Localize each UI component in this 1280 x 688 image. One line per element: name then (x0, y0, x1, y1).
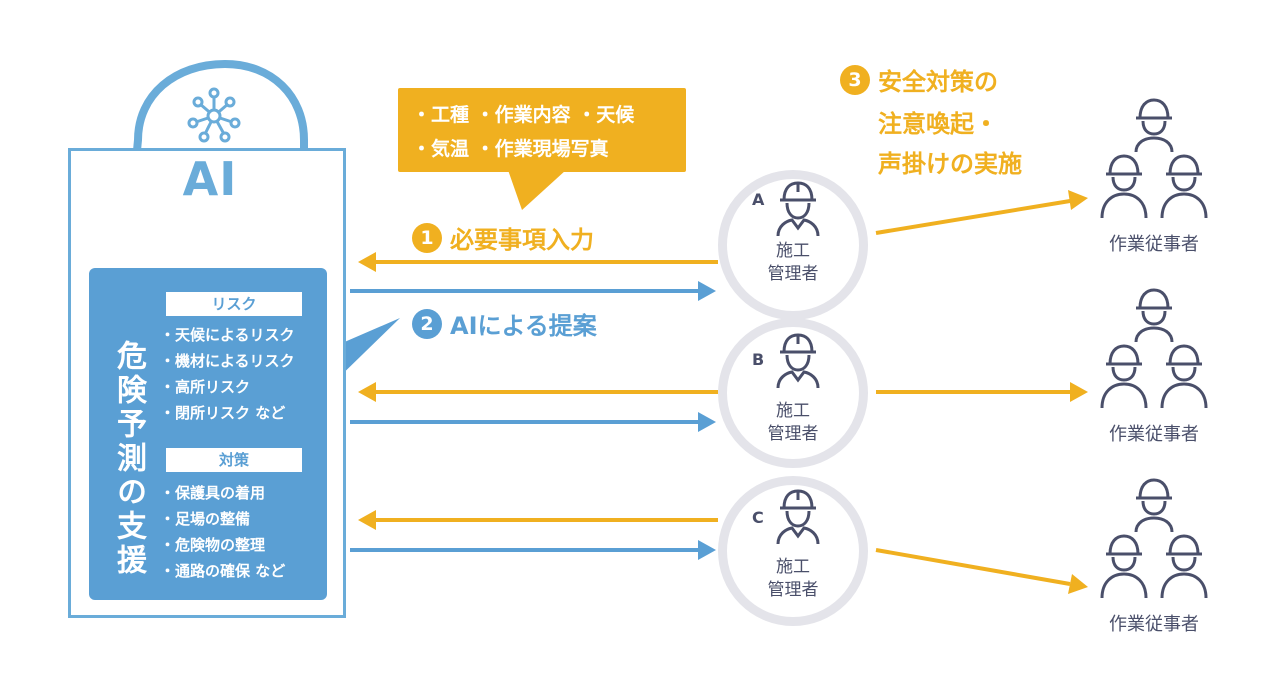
list-item: ・天候によるリスク (160, 326, 295, 344)
risk-header: リスク (166, 292, 302, 316)
step1-label: 1 必要事項入力 (412, 220, 594, 255)
worker-caption: 作業従事者 (1109, 234, 1199, 255)
worker-caption: 作業従事者 (1109, 424, 1199, 445)
step1-text: 必要事項入力 (450, 226, 594, 254)
step3-number: 3 (840, 64, 870, 95)
manager-letter: B (752, 350, 765, 369)
list-item: ・保護具の着用 (160, 484, 266, 502)
list-item: ・足場の整備 (160, 510, 251, 528)
manager-role-line2: 管理者 (767, 424, 819, 444)
construction-worker-icon (776, 333, 820, 389)
neural-network-icon (187, 87, 241, 143)
risk-support-panel (89, 268, 327, 600)
ai-label: AI (182, 152, 238, 206)
worker-group-icon (1100, 288, 1208, 409)
manager-circle-c (718, 476, 868, 626)
manager-letter: C (752, 508, 764, 527)
step3-text-line1: 安全対策の (878, 68, 998, 96)
list-item: ・機材によるリスク (160, 352, 295, 370)
step2-number: 2 (412, 308, 442, 339)
manager-role-line2: 管理者 (767, 580, 819, 600)
manager-letter: A (752, 190, 765, 209)
list-item: ・高所リスク (160, 378, 251, 396)
measure-header: 対策 (166, 448, 302, 472)
step1-number: 1 (412, 222, 442, 253)
input-items-callout (398, 88, 686, 172)
worker-group-icon (1100, 478, 1208, 599)
manager-circle-a (718, 170, 868, 320)
risk-list: ・天候によるリスク ・機材によるリスク ・高所リスク ・閉所リスク など (160, 322, 330, 426)
manager-circle-b (718, 318, 868, 468)
list-item: ・危険物の整理 (160, 536, 266, 554)
input-callout-tail (508, 170, 566, 210)
manager-role-line1: 施工 (776, 557, 810, 577)
manager-role-line1: 施工 (776, 401, 810, 421)
step3-text-line3: 声掛けの実施 (878, 150, 1022, 178)
step3-text-line2: 注意喚起・ (878, 110, 998, 138)
manager-role-line1: 施工 (776, 241, 810, 261)
manager-role-line2: 管理者 (767, 264, 819, 284)
worker-caption: 作業従事者 (1109, 614, 1199, 635)
step2-label: 2 AIによる提案 (412, 306, 597, 341)
step3-label: 3 安全対策の (840, 62, 998, 97)
list-item: ・閉所リスク など (160, 404, 286, 422)
worker-group-icon (1100, 98, 1208, 219)
step2-text: AIによる提案 (450, 312, 597, 340)
construction-worker-icon (776, 181, 820, 237)
flow-arrows (350, 190, 1088, 594)
measure-list: ・保護具の着用 ・足場の整備 ・危険物の整理 ・通路の確保 など (160, 480, 330, 584)
construction-worker-icon (776, 489, 820, 545)
input-items-line: ・工種 ・作業内容 ・天候 (412, 104, 635, 126)
input-items-line: ・気温 ・作業現場写真 (412, 138, 609, 160)
list-item: ・通路の確保 など (160, 562, 286, 580)
risk-support-title: 危険予測の支援 (111, 340, 146, 578)
